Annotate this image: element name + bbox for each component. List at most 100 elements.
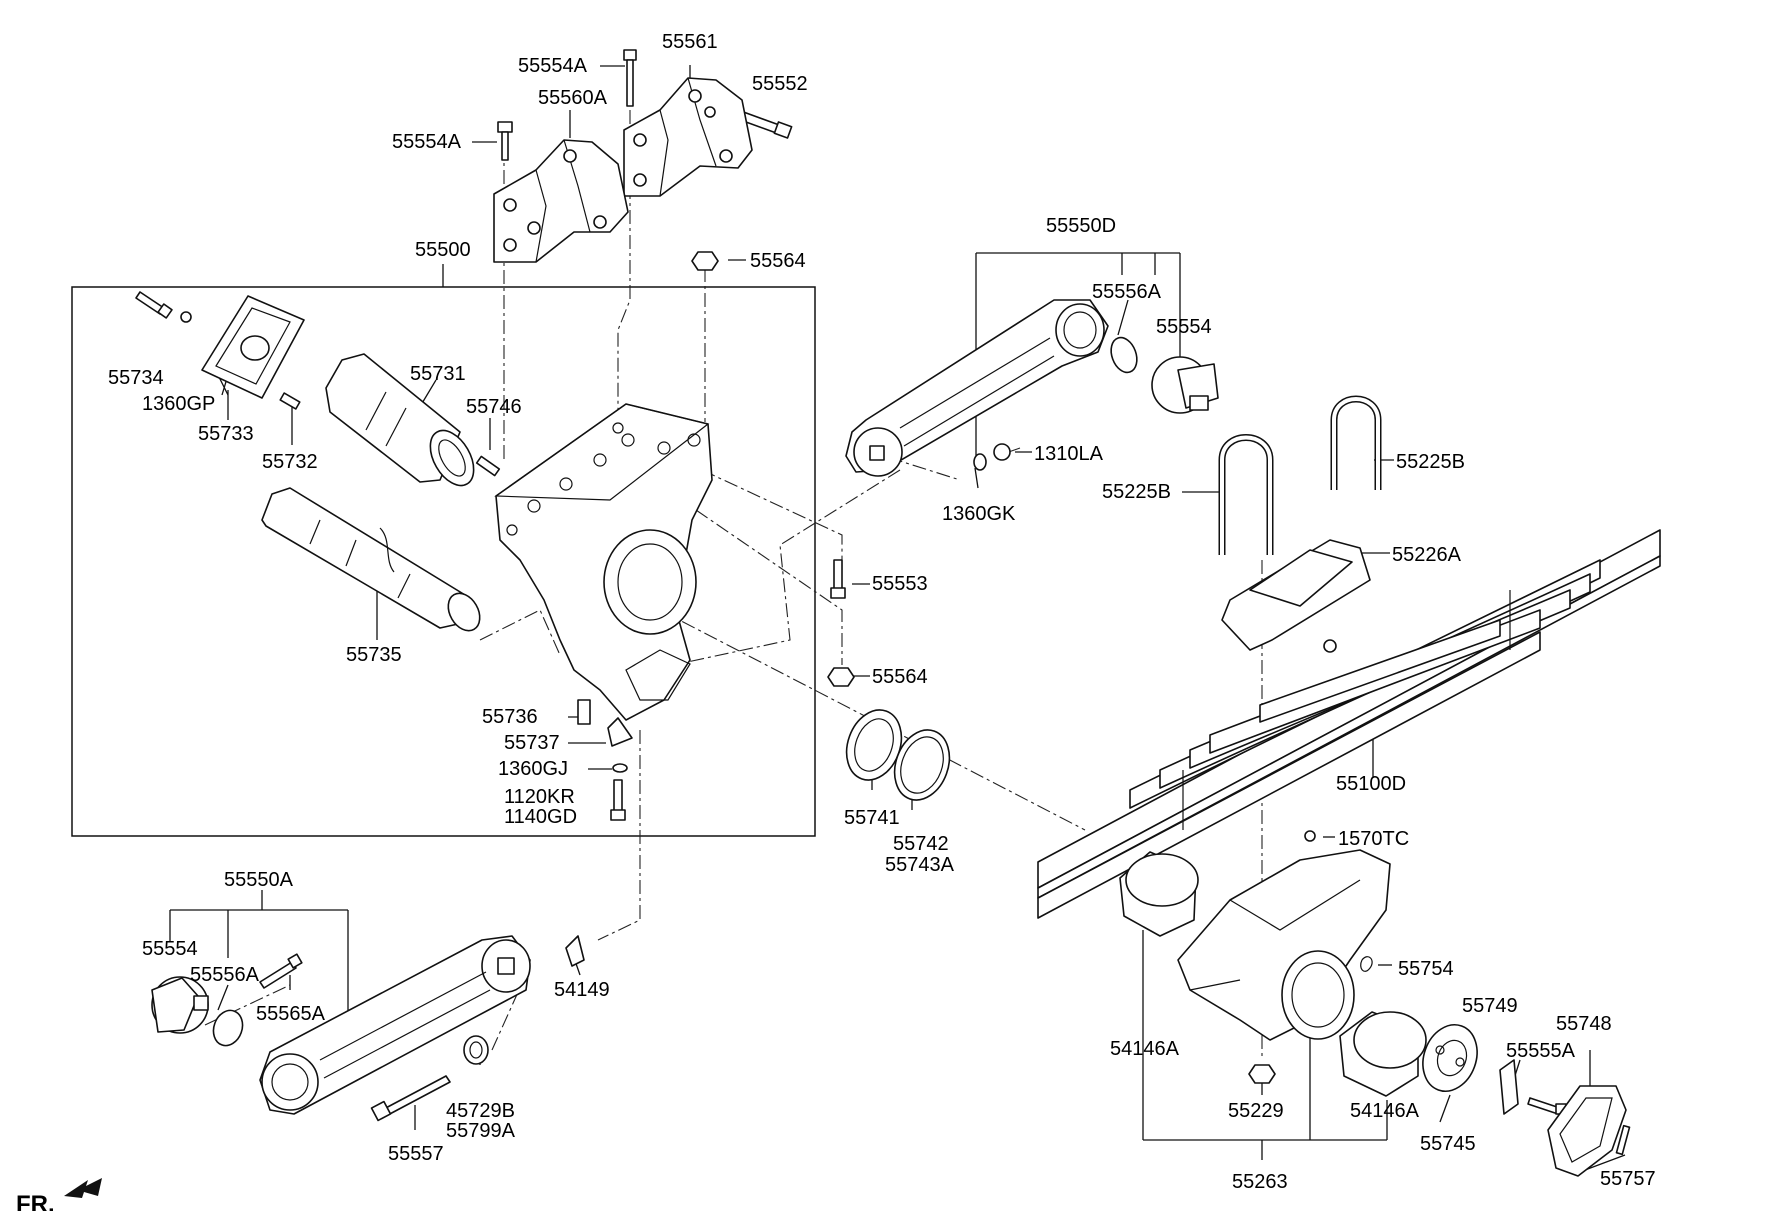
bolt-1120KR-icon [610,779,626,821]
washer-1360GJ-icon [612,763,628,773]
bolt-55554A-top-icon [623,49,637,107]
bracket-54149-icon [565,935,585,967]
label-55550D: 55550D [1046,215,1116,237]
label-55553: 55553 [872,573,928,595]
label-55746: 55746 [466,396,522,418]
label-45729B: 45729B [446,1100,515,1122]
leaf-spring-55100D-icon [1037,529,1661,919]
label-1360GK: 1360GK [942,503,1016,525]
label-55554-top: 55554 [1156,316,1212,338]
label-55100D: 55100D [1336,773,1406,795]
bushing-54146A-left-icon [1119,851,1199,937]
bolt-55554A-left-icon [497,121,513,161]
shaft-55735-icon [261,487,481,632]
sleeve-55731-icon [325,353,475,487]
trunnion-housing-55263-icon [1177,849,1391,1041]
part-drawings [64,49,1661,1198]
label-55557: 55557 [388,1143,444,1165]
bushing-55554-bot-icon [151,976,209,1034]
label-55561: 55561 [662,31,718,53]
clip-55754-icon [1360,956,1373,972]
label-55555A: 55555A [1506,1040,1576,1062]
label-1120KR: 1120KR [504,786,575,808]
ubolt-55225B-left-icon [1218,434,1274,555]
pin-55732-icon [279,392,301,410]
lock-plate-55749-icon [1499,1059,1519,1115]
label-1140GD: 1140GD [504,806,577,828]
label-55229: 55229 [1228,1100,1284,1122]
pin-55736-icon [577,699,591,725]
nut-55564-mid-icon [827,667,855,687]
label-54146A-left: 54146A [1110,1038,1180,1060]
assembly-centerlines [204,110,1263,1060]
ubolt-55225B-right-icon [1330,395,1382,490]
label-55757: 55757 [1600,1168,1656,1190]
front-arrow-icon [64,1178,102,1198]
label-55225B-right: 55225B [1396,451,1465,473]
nut-1310LA-icon [993,443,1011,461]
bolt-55555A-icon [1527,1097,1567,1115]
label-55737: 55737 [504,732,560,754]
washer-1360GK-icon [973,453,987,471]
bracket-55561-icon [623,77,753,197]
cover-plate-55733-icon [201,295,305,399]
label-55748: 55748 [1556,1013,1612,1035]
nut-55229-icon [1248,1064,1276,1084]
label-55560A: 55560A [538,87,608,109]
washer-1360GP-icon [180,311,192,323]
label-55745: 55745 [1420,1133,1476,1155]
label-1360GP: 1360GP [142,393,215,415]
label-55736: 55736 [482,706,538,728]
label-55734: 55734 [108,367,164,389]
bolt-55557-icon [370,1075,451,1122]
bolt-55734-icon [135,291,173,319]
ring-55742-icon [893,729,951,801]
label-55550A: 55550A [224,869,294,891]
label-55226A: 55226A [1392,544,1462,566]
label-55554A-left: 55554A [392,131,462,153]
cover-55748-icon [1547,1085,1627,1177]
label-55735: 55735 [346,644,402,666]
label-1310LA: 1310LA [1034,443,1104,465]
main-housing-55500-icon [494,403,713,721]
leader-lines [71,65,1626,1171]
label-55554A-top: 55554A [518,55,588,77]
label-55552: 55552 [752,73,808,95]
label-55754: 55754 [1398,958,1454,980]
bolt-55565A-icon [259,953,303,989]
label-55733: 55733 [198,423,254,445]
label-55556A-top: 55556A [1092,281,1162,303]
spacer-45729B-icon [463,1035,489,1065]
label-1570TC: 1570TC [1338,828,1409,850]
label-55732: 55732 [262,451,318,473]
part-number-labels: 55554A 55561 55552 55560A 55554A 55500 5… [16,31,1656,1216]
label-55225B-left: 55225B [1102,481,1171,503]
label-55731: 55731 [410,363,466,385]
torque-arm-55550D-icon [845,299,1109,477]
snap-ring-55556A-top-icon [1110,336,1138,374]
ring-55741-icon [845,709,903,781]
label-55565A: 55565A [256,1003,326,1025]
label-55742: 55742 [893,833,949,855]
pin-55757-icon [1615,1124,1631,1156]
label-55749: 55749 [1462,995,1518,1017]
pin-55746-icon [475,455,501,477]
label-55263: 55263 [1232,1171,1288,1193]
label-55799A: 55799A [446,1120,516,1142]
bracket-55560A-icon [493,139,629,263]
label-55500: 55500 [415,239,471,261]
bushing-55554-top-icon [1151,356,1219,414]
label-55741: 55741 [844,807,900,829]
label-55564-top: 55564 [750,250,806,272]
snap-ring-55556A-bot-icon [212,1009,244,1047]
nut-55564-top-icon [691,251,719,271]
bolt-55553-icon [830,559,846,599]
cap-55745-icon [1422,1024,1478,1092]
label-1360GJ: 1360GJ [498,758,568,780]
label-55564-mid: 55564 [872,666,928,688]
screw-1570TC-icon [1304,830,1316,842]
plate-55737-icon [607,717,633,747]
label-54149: 54149 [554,979,610,1001]
